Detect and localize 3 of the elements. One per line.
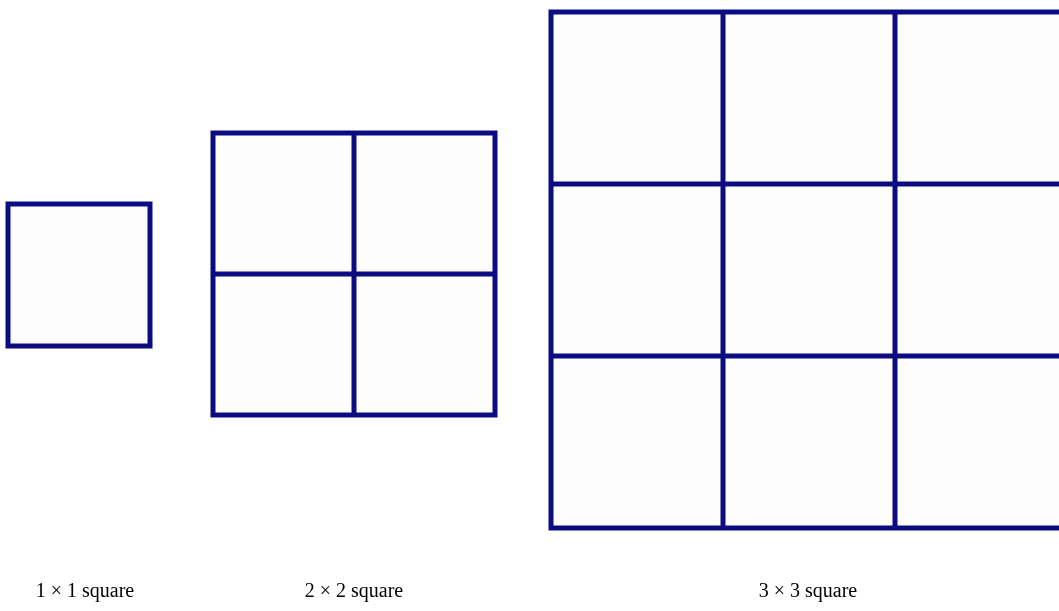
caption-text: 1 × 1 square — [35, 578, 135, 604]
caption-text: 2 × 2 square — [304, 578, 404, 604]
caption-text: 3 × 3 square — [758, 578, 858, 604]
